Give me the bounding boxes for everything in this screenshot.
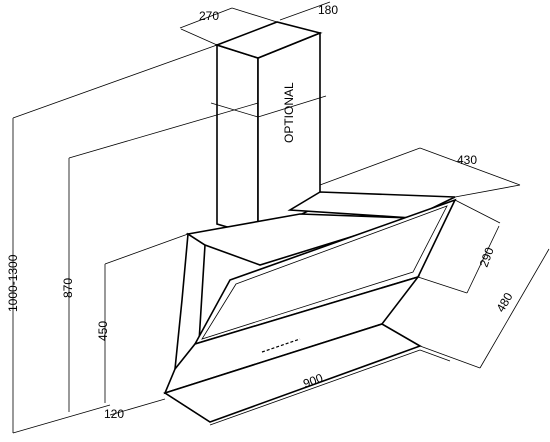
dim-width: 900	[301, 371, 325, 391]
dim-panel-290: 290	[477, 245, 497, 269]
chimney-duct	[210, 21, 327, 238]
dimension-lines	[12, 1, 550, 434]
dim-duct-depth: 180	[318, 3, 338, 17]
optional-label: OPTIONAL	[282, 82, 296, 143]
dim-hood-height: 870	[61, 278, 75, 298]
dim-duct-width: 270	[199, 9, 219, 23]
dim-depth-bottom: 120	[104, 407, 124, 421]
hood-body	[163, 191, 457, 423]
dim-panel-480: 480	[493, 290, 515, 315]
dim-top-depth: 430	[457, 153, 477, 167]
dim-lower-height: 450	[96, 321, 110, 341]
dim-total-height: 1000-1300	[6, 254, 20, 312]
